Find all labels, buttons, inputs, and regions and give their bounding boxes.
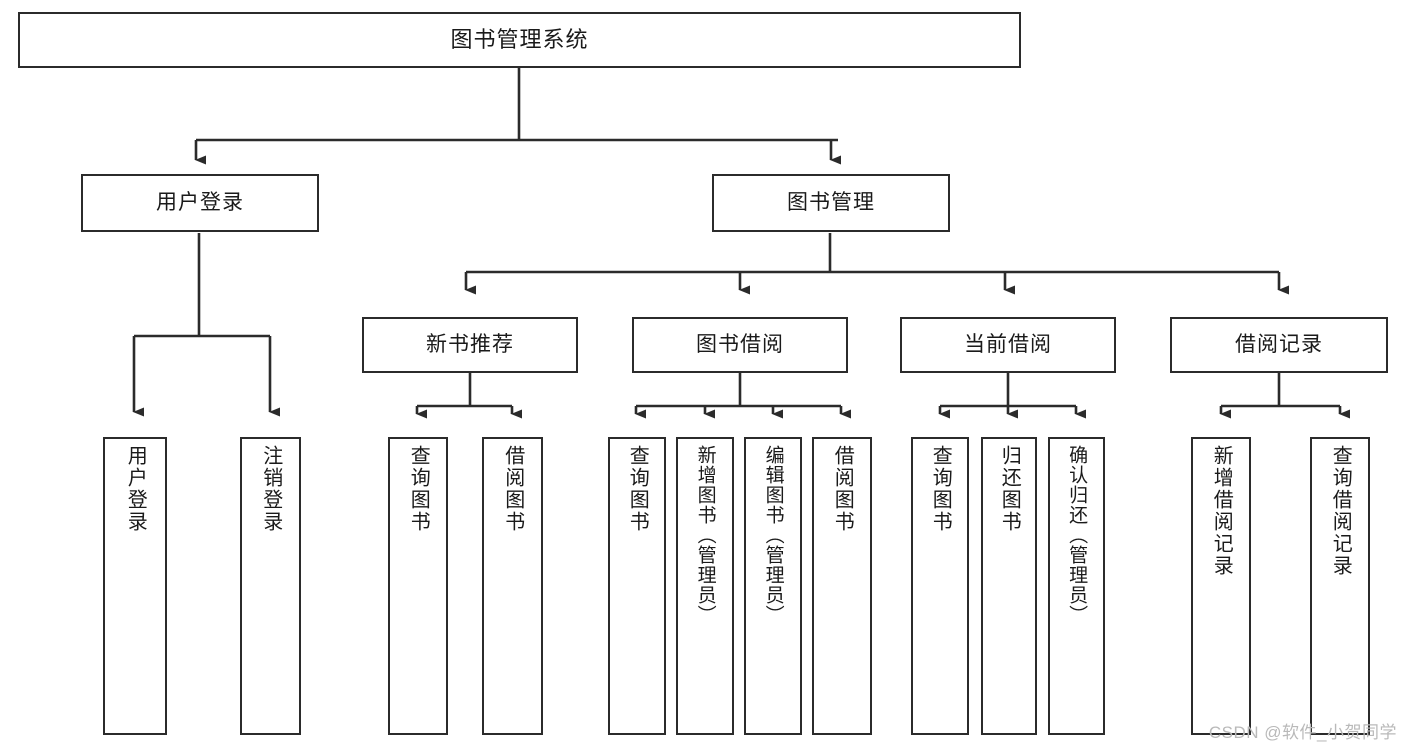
node-root-label: 图书管理系统 [450,26,589,52]
leaf-query-book-1-label: 查询图书 [407,445,430,533]
leaf-user-login-label: 用户登录 [124,445,147,533]
leaf-add-book-label: 新增图书（管理员） [694,445,716,625]
leaf-borrow-book-2-label: 借阅图书 [831,445,854,533]
leaf-user-login[interactable]: 用户登录 [103,437,167,735]
leaf-query-book-2[interactable]: 查询图书 [608,437,666,735]
node-book-manage-label: 图书管理 [787,191,875,215]
leaf-confirm-return[interactable]: 确认归还（管理员） [1048,437,1105,735]
leaf-borrow-book-1-label: 借阅图书 [501,445,524,533]
csdn-watermark: CSDN @软件_小贺同学 [1208,723,1397,742]
leaf-query-book-2-label: 查询图书 [626,445,649,533]
node-current-borrow-label: 当前借阅 [964,333,1052,357]
node-new-book-rec-label: 新书推荐 [426,333,514,357]
node-current-borrow[interactable]: 当前借阅 [900,317,1116,373]
leaf-logout-label: 注销登录 [259,445,282,533]
leaf-query-record[interactable]: 查询借阅记录 [1310,437,1370,735]
node-book-borrow[interactable]: 图书借阅 [632,317,848,373]
leaf-add-record-label: 新增借阅记录 [1210,445,1233,577]
leaf-logout[interactable]: 注销登录 [240,437,301,735]
leaf-edit-book-label: 编辑图书（管理员） [762,445,784,625]
leaf-edit-book[interactable]: 编辑图书（管理员） [744,437,802,735]
leaf-query-book-3[interactable]: 查询图书 [911,437,969,735]
node-new-book-rec[interactable]: 新书推荐 [362,317,578,373]
leaf-borrow-book-1[interactable]: 借阅图书 [482,437,543,735]
node-user-login[interactable]: 用户登录 [81,174,319,232]
node-borrow-record-label: 借阅记录 [1235,333,1323,357]
node-borrow-record[interactable]: 借阅记录 [1170,317,1388,373]
leaf-return-book[interactable]: 归还图书 [981,437,1037,735]
node-user-login-label: 用户登录 [156,191,244,215]
leaf-confirm-return-label: 确认归还（管理员） [1066,445,1088,625]
node-book-borrow-label: 图书借阅 [696,333,784,357]
leaf-query-record-label: 查询借阅记录 [1329,445,1352,577]
node-book-manage[interactable]: 图书管理 [712,174,950,232]
leaf-return-book-label: 归还图书 [998,445,1021,533]
leaf-borrow-book-2[interactable]: 借阅图书 [812,437,872,735]
node-root[interactable]: 图书管理系统 [18,12,1021,68]
leaf-add-book[interactable]: 新增图书（管理员） [676,437,734,735]
leaf-add-record[interactable]: 新增借阅记录 [1191,437,1251,735]
leaf-query-book-1[interactable]: 查询图书 [388,437,448,735]
leaf-query-book-3-label: 查询图书 [929,445,952,533]
